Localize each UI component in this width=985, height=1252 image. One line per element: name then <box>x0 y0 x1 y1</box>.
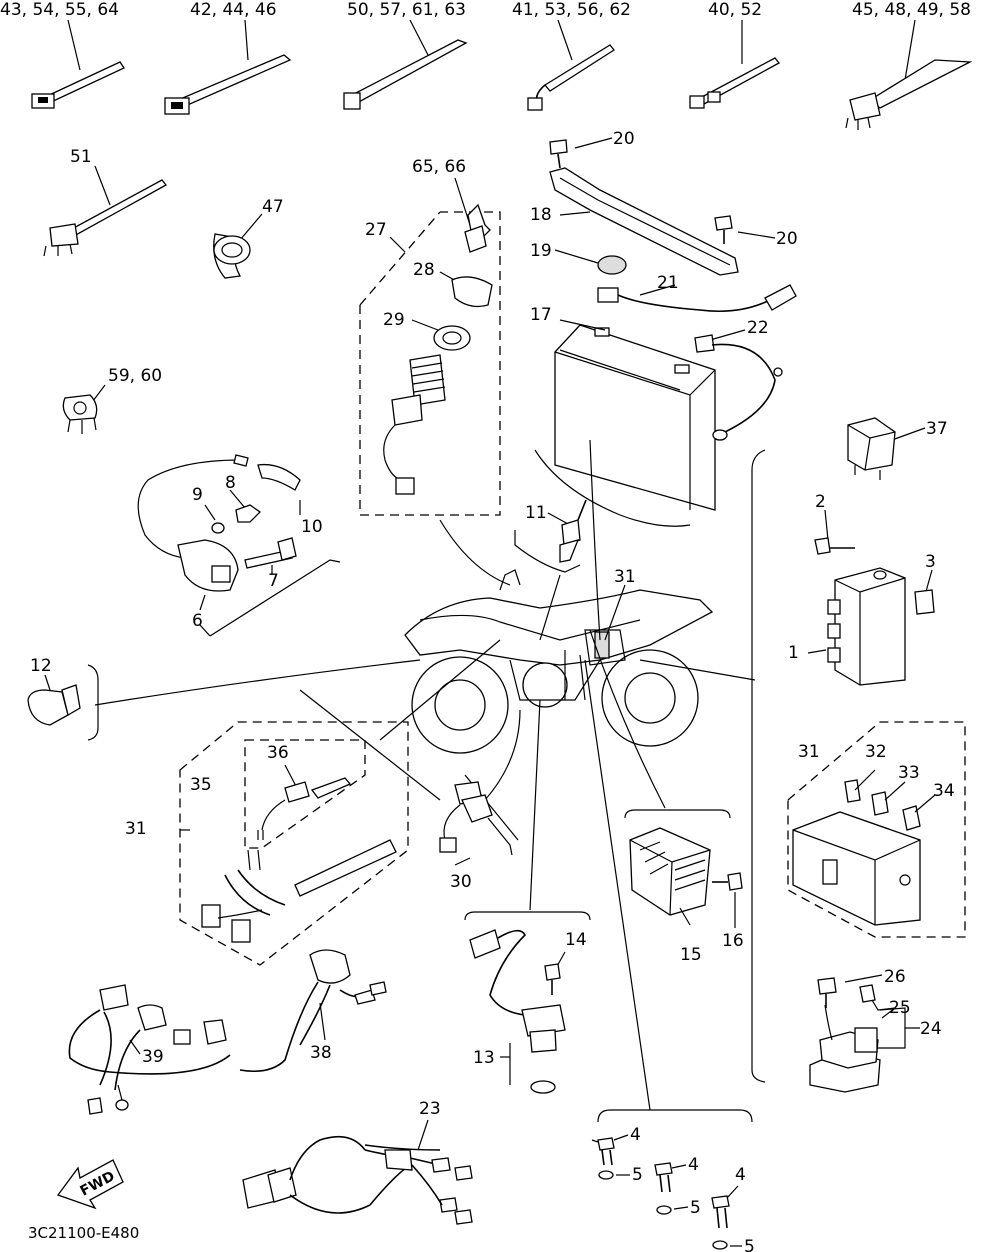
callout-label: 31 <box>798 742 820 762</box>
spark-plug-11 <box>514 499 587 573</box>
callout-label: 47 <box>262 197 284 217</box>
wire-harness-39 <box>68 984 231 1115</box>
callout-label: 33 <box>898 763 920 783</box>
callout-label: 7 <box>268 571 279 591</box>
callout-label: 40, 52 <box>708 0 762 20</box>
callout-label: 10 <box>301 517 323 537</box>
cable-tie-group-7 <box>43 165 167 257</box>
cable-tie-group-6 <box>845 19 973 130</box>
battery-17 <box>534 319 716 527</box>
callout-label: 43, 54, 55, 64 <box>0 0 119 20</box>
bolt-20-top <box>549 137 613 169</box>
callout-label: 41, 53, 56, 62 <box>512 0 631 20</box>
callout-label: 50, 57, 61, 63 <box>347 0 466 20</box>
callout-label: 42, 44, 46 <box>190 0 277 20</box>
callout-label: 8 <box>225 473 236 493</box>
callout-label: 15 <box>680 945 702 965</box>
wire-harness-leader-31 <box>604 584 626 641</box>
pad-19 <box>554 249 627 275</box>
callout-label: 65, 66 <box>412 157 466 177</box>
callout-label: 28 <box>413 260 435 280</box>
wire-harness-23 <box>242 1119 473 1225</box>
cable-tie-group-1 <box>31 19 125 109</box>
callout-label: 16 <box>722 931 744 951</box>
callout-label: 4 <box>735 1165 746 1185</box>
callout-label: 5 <box>632 1165 643 1185</box>
callout-label: 9 <box>192 485 203 505</box>
battery-cable-22 <box>694 329 783 441</box>
sub-harness-31 <box>179 721 409 966</box>
leader-lines <box>94 439 756 1111</box>
callout-label: 36 <box>267 743 289 763</box>
callout-label: 3 <box>925 552 936 572</box>
diagram-code: 3C21100-E480 <box>28 1224 139 1242</box>
relay-37 <box>847 417 926 480</box>
callout-label: 31 <box>125 819 147 839</box>
wire-harness-38 <box>239 949 387 1073</box>
callout-label: 20 <box>776 229 798 249</box>
callout-label: 26 <box>884 967 906 987</box>
starter-relay-24 <box>809 974 920 1093</box>
callout-label: 37 <box>926 419 948 439</box>
sensor-30 <box>439 774 519 866</box>
callout-label: 19 <box>530 241 552 261</box>
switch-12 <box>27 664 99 741</box>
callout-label: 32 <box>865 742 887 762</box>
callout-label: 12 <box>30 656 52 676</box>
callout-label: 4 <box>688 1155 699 1175</box>
cable-tie-group-2 <box>164 19 292 115</box>
callout-label: 35 <box>190 775 212 795</box>
callout-label: 22 <box>747 318 769 338</box>
callout-label: 34 <box>933 781 955 801</box>
ignition-coil-group <box>137 454 341 637</box>
atv-silhouette <box>404 569 714 754</box>
bolt-20-right <box>714 215 776 244</box>
main-switch-assembly-27 <box>359 177 501 516</box>
callout-label: 45, 48, 49, 58 <box>852 0 971 20</box>
speed-sensor-13 <box>464 911 591 1094</box>
rectifier-regulator-15 <box>624 809 743 928</box>
callout-label: 38 <box>310 1043 332 1063</box>
callout-label: 18 <box>530 205 552 225</box>
battery-cable-21 <box>597 284 797 313</box>
bolt-set-4-5 <box>591 1109 753 1250</box>
callout-label: 20 <box>613 129 635 149</box>
cable-tie-group-4 <box>527 19 615 111</box>
callout-label: 29 <box>383 310 405 330</box>
callout-label: 30 <box>450 872 472 892</box>
battery-bracket-18 <box>549 167 739 276</box>
callout-label: 6 <box>192 611 203 631</box>
callout-label: 4 <box>630 1125 641 1145</box>
cdi-unit-group <box>751 449 935 1083</box>
callout-label: 24 <box>920 1019 942 1039</box>
clamp-47 <box>213 213 263 279</box>
callout-label: 39 <box>142 1047 164 1067</box>
callout-label: 31 <box>614 567 636 587</box>
callout-label: 59, 60 <box>108 366 162 386</box>
callout-label: 25 <box>889 998 911 1018</box>
forward-direction-arrow: FWD <box>56 1159 124 1210</box>
callout-label: 17 <box>530 305 552 325</box>
callout-label: 13 <box>473 1048 495 1068</box>
clamp-59-60 <box>62 384 106 434</box>
fuse-box-31 <box>787 721 966 938</box>
callout-label: 23 <box>419 1099 441 1119</box>
callout-label: 27 <box>365 220 387 240</box>
callout-label: 5 <box>690 1198 701 1218</box>
callout-label: 11 <box>525 503 547 523</box>
cable-tie-group-3 <box>343 19 468 110</box>
cable-tie-group-5 <box>689 20 780 109</box>
callout-label: 51 <box>70 147 92 167</box>
callout-label: 1 <box>788 643 799 663</box>
callout-label: 14 <box>565 930 587 950</box>
callout-label: 21 <box>657 273 679 293</box>
callout-label: 5 <box>744 1237 755 1252</box>
callout-label: 2 <box>815 492 826 512</box>
